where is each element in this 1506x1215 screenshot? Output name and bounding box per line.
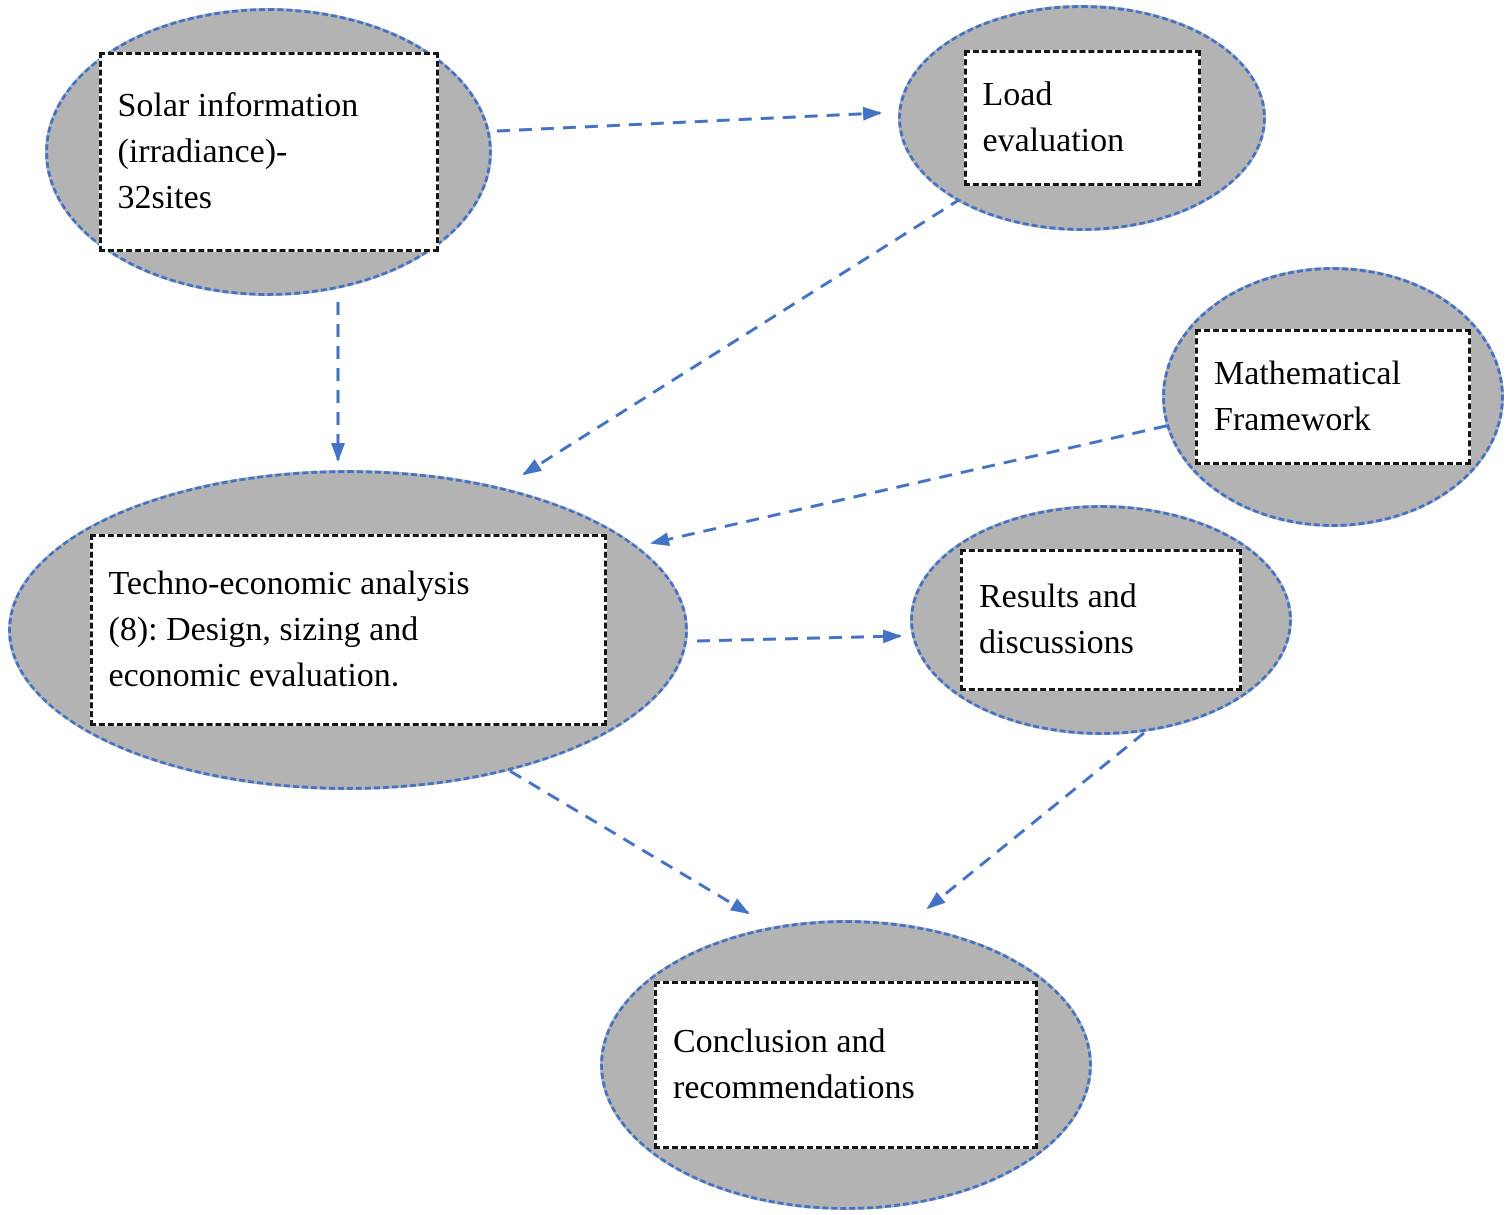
node-load-evaluation: Load evaluation xyxy=(898,5,1266,231)
edge-solar-to-load xyxy=(496,106,882,133)
edge-results-to-conclusion xyxy=(926,731,1145,910)
load-evaluation-label: Load evaluation xyxy=(982,76,1125,159)
edge-load-to-techno xyxy=(522,196,963,476)
edge-techno-to-results xyxy=(696,629,902,644)
conclusion-recommendations-label-box: Conclusion and recommendations xyxy=(654,981,1038,1149)
solar-information-label-box: Solar information (irradiance)- 32sites xyxy=(98,52,439,252)
node-techno-economic-analysis: Techno-economic analysis (8): Design, si… xyxy=(8,470,688,790)
node-solar-information: Solar information (irradiance)- 32sites xyxy=(45,8,492,296)
techno-economic-analysis-label: Techno-economic analysis (8): Design, si… xyxy=(108,565,470,694)
mathematical-framework-label: Mathematical Framework xyxy=(1214,355,1401,438)
results-and-discussions-label: Results and discussions xyxy=(979,578,1137,661)
mathematical-framework-label-box: Mathematical Framework xyxy=(1195,329,1471,465)
conclusion-recommendations-label: Conclusion and recommendations xyxy=(673,1023,915,1106)
results-and-discussions-label-box: Results and discussions xyxy=(960,549,1242,691)
node-mathematical-framework: Mathematical Framework xyxy=(1162,267,1504,527)
solar-information-label: Solar information (irradiance)- 32sites xyxy=(117,87,359,216)
edge-techno-to-conclusion xyxy=(509,769,750,915)
load-evaluation-label-box: Load evaluation xyxy=(963,50,1201,186)
node-conclusion-recommendations: Conclusion and recommendations xyxy=(600,920,1092,1210)
node-results-and-discussions: Results and discussions xyxy=(910,505,1292,735)
techno-economic-analysis-label-box: Techno-economic analysis (8): Design, si… xyxy=(89,534,607,726)
